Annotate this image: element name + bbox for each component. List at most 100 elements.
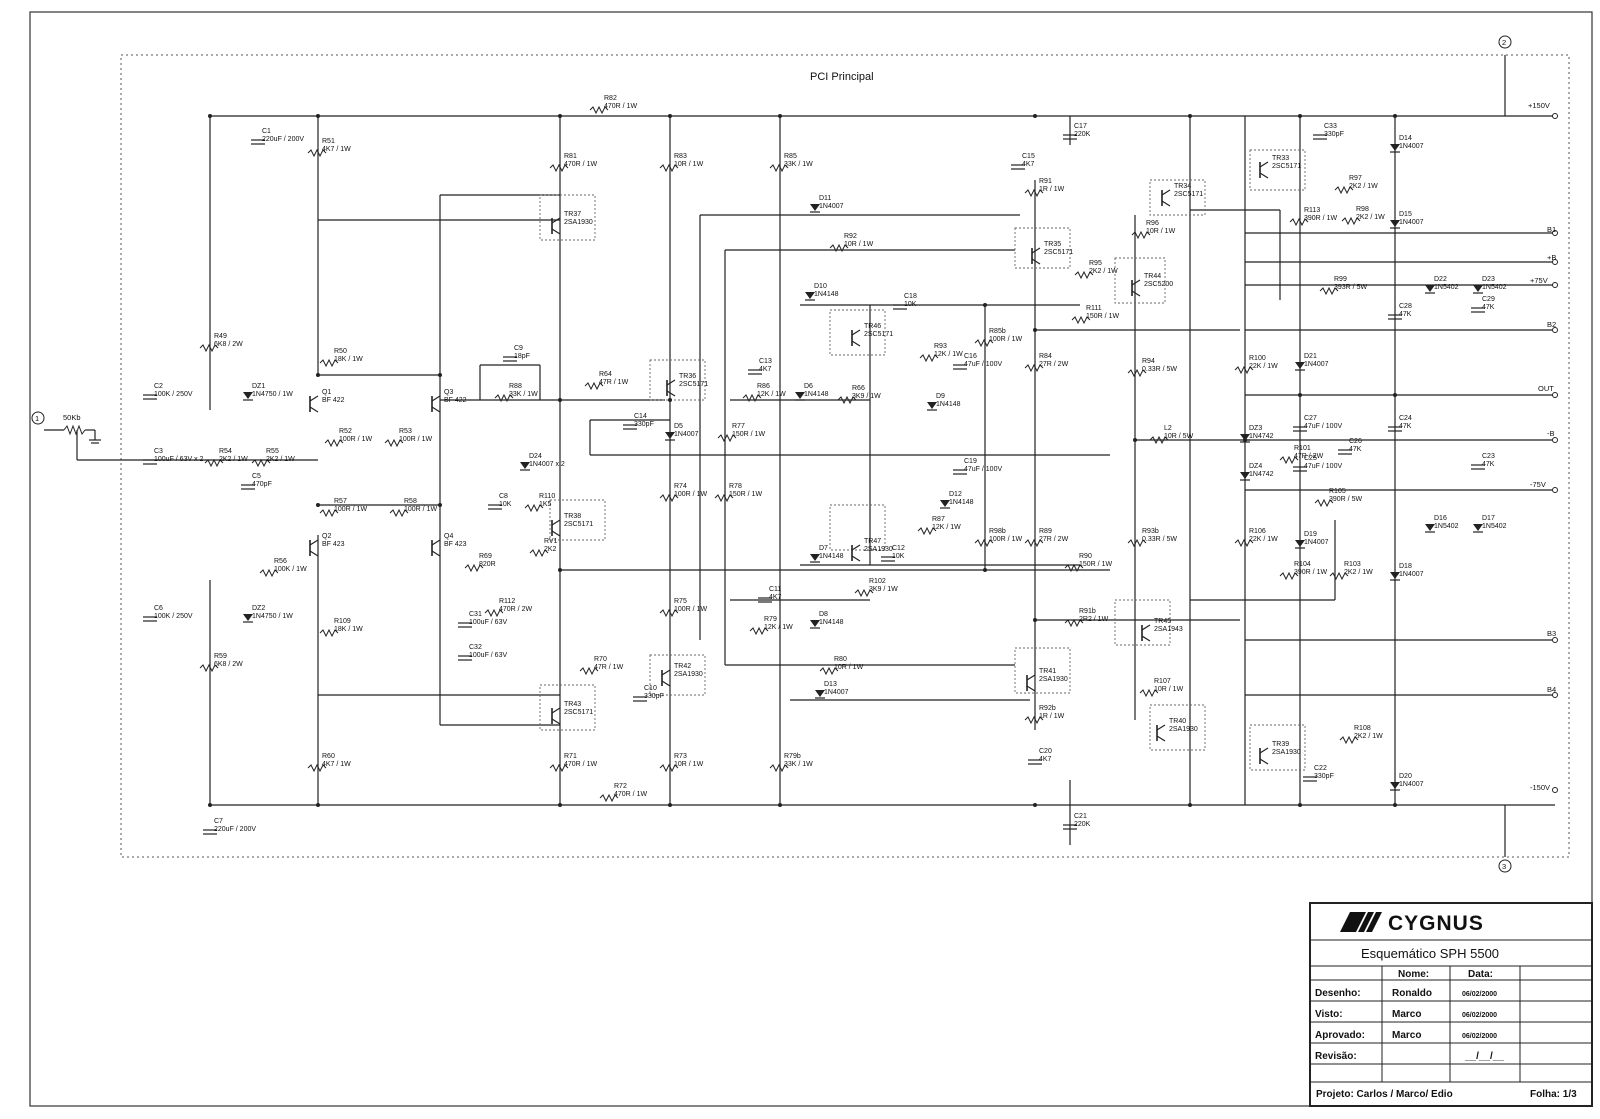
component-value-r82: 470R / 1W (604, 103, 637, 110)
connector-1: 1 (31, 411, 45, 425)
component-symbol (1390, 144, 1400, 153)
component-symbol (307, 148, 327, 158)
component-symbol (810, 554, 820, 563)
component-value-c17: 220K (1074, 131, 1091, 138)
component-ref-r91: R91 (1039, 178, 1052, 185)
component-symbol (464, 563, 484, 573)
rail-label-pos-b: +B (1547, 253, 1556, 262)
component-ref-dz3: DZ3 (1249, 425, 1262, 432)
component-value-r95: 2K2 / 1W (1089, 268, 1118, 275)
component-value-r96: 10R / 1W (1146, 228, 1176, 235)
component-value-dz4: 1N4742 (1249, 471, 1274, 478)
component-ref-r90: R90 (1079, 553, 1092, 560)
component-ref-c2: C2 (154, 383, 163, 390)
component-symbol (307, 763, 327, 773)
component-value-r89: 27R / 2W (1039, 536, 1069, 543)
component-value-c14: 330pF (634, 421, 654, 428)
component-value-d9: 1N4148 (936, 401, 961, 408)
rail-terminals (1552, 113, 1558, 793)
page-border (29, 11, 1593, 1107)
component-symbol (1026, 674, 1036, 692)
component-value-tr38: 2SC5171 (564, 521, 593, 528)
component-ref-d15: D15 (1399, 211, 1412, 218)
project-label: Projeto: Carlos / Marco/ Edio (1316, 1089, 1453, 1100)
component-ref-c11: C11 (769, 586, 781, 593)
component-ref-r93b: R93b (1142, 528, 1159, 535)
component-symbol (758, 597, 772, 603)
component-ref-r97: R97 (1349, 175, 1362, 182)
component-value-c27: 47uF / 100V (1304, 423, 1342, 430)
component-symbol (661, 669, 671, 687)
component-symbol (769, 163, 789, 173)
component-symbol (1289, 217, 1309, 227)
component-symbol (659, 763, 679, 773)
component-symbol (1390, 782, 1400, 791)
junction-dot (1188, 803, 1192, 807)
component-symbol (309, 395, 319, 413)
component-symbol (829, 243, 849, 253)
component-value-r105: 390R / 5W (1329, 496, 1362, 503)
junction-dot (208, 803, 212, 807)
component-ref-d9: D9 (936, 393, 945, 400)
component-symbol (1388, 314, 1402, 320)
component-value-r84: 27R / 2W (1039, 361, 1069, 368)
component-symbol (1234, 538, 1254, 548)
component-symbol (551, 707, 561, 725)
component-value-r64: 47R / 1W (599, 379, 629, 386)
component-ref-d24: D24 (529, 453, 542, 460)
rail-label-pos150: +150V (1528, 101, 1550, 110)
component-symbol (1161, 189, 1171, 207)
component-symbol (1024, 363, 1044, 373)
component-ref-r59: R59 (214, 653, 227, 660)
junction-dot (316, 803, 320, 807)
component-symbol (742, 393, 762, 403)
component-ref-r86: R86 (757, 383, 770, 390)
component-ref-l2: L2 (1164, 425, 1172, 432)
component-ref-r80: R80 (834, 656, 847, 663)
component-value-c18: 10K (904, 301, 917, 308)
component-ref-r52: R52 (339, 428, 352, 435)
component-ref-c22: C22 (1314, 765, 1327, 772)
component-symbol (1156, 724, 1166, 742)
component-symbol (488, 504, 502, 510)
component-symbol (917, 526, 937, 536)
connector-3-label: 3 (1502, 862, 1506, 871)
row-name: Marco (1392, 1009, 1421, 1020)
component-symbol (549, 163, 569, 173)
junction-dot (316, 114, 320, 118)
junction-dot (1393, 803, 1397, 807)
component-symbol (319, 508, 339, 518)
component-ref-r70: R70 (594, 656, 607, 663)
component-ref-q1: Q1 (322, 389, 331, 396)
component-ref-c26: C26 (1349, 438, 1362, 445)
component-value-d7: 1N4148 (819, 553, 844, 560)
component-value-q3: BF 422 (444, 397, 467, 404)
component-ref-d16: D16 (1434, 515, 1447, 522)
component-value-r91: 1R / 1W (1039, 186, 1065, 193)
component-value-tr39: 2SA1930 (1272, 749, 1301, 756)
component-ref-d14: D14 (1399, 135, 1412, 142)
component-ref-r72: R72 (614, 783, 627, 790)
component-value-r86: 12K / 1W (757, 391, 786, 398)
component-ref-q3: Q3 (444, 389, 453, 396)
connector-2-label: 2 (1502, 38, 1506, 47)
component-value-r77: 150R / 1W (732, 431, 765, 438)
component-value-r92: 10R / 1W (844, 241, 874, 248)
component-value-d22: 1N5402 (1434, 284, 1459, 291)
junction-dot (1243, 438, 1247, 442)
component-value-r74: 100R / 1W (674, 491, 707, 498)
component-value-r107: 10R / 1W (1154, 686, 1184, 693)
row-role: Aprovado: (1315, 1030, 1365, 1041)
component-ref-c23: C23 (1482, 453, 1495, 460)
component-value-tr35: 2SC5171 (1044, 249, 1073, 256)
component-value-r51: 4K7 / 1W (322, 146, 351, 153)
component-value-d20: 1N4007 (1399, 781, 1424, 788)
component-symbol (1425, 285, 1435, 294)
junction-dot (316, 373, 320, 377)
component-symbol (319, 358, 339, 368)
component-symbol (1139, 688, 1159, 698)
component-ref-r94: R94 (1142, 358, 1155, 365)
component-value-r113: 390R / 1W (1304, 215, 1337, 222)
component-ref-c24: C24 (1399, 415, 1412, 422)
component-value-r102: 3K9 / 1W (869, 586, 898, 593)
